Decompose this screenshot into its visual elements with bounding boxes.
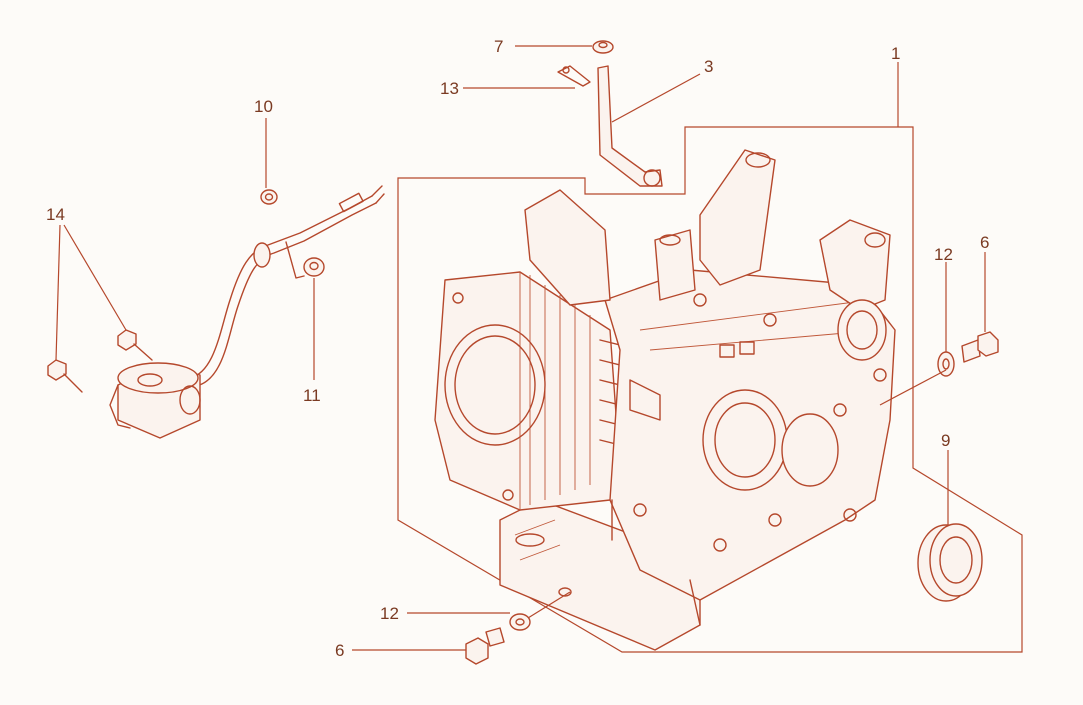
callout-14: 14 <box>46 205 65 224</box>
washer-part-12-bottom <box>509 613 531 631</box>
callout-6-bottom: 6 <box>335 641 344 660</box>
crankcase-part <box>434 149 896 651</box>
callout-13: 13 <box>440 79 459 98</box>
callout-6-right: 6 <box>980 233 989 252</box>
oil-sensor-part-14 <box>47 185 385 439</box>
nut-part-11 <box>303 257 325 277</box>
callout-12-right: 12 <box>934 245 953 264</box>
clip-part-13 <box>557 65 591 87</box>
crankcase-group-outline <box>397 126 1023 653</box>
bolt-part-6-right <box>961 331 999 363</box>
callout-10: 10 <box>254 97 273 116</box>
bolt-part-6-bottom <box>465 627 505 665</box>
guide-rod-part <box>597 65 663 187</box>
oil-seal-part-9 <box>917 523 983 602</box>
washer-part-10 <box>260 189 278 205</box>
callout-11: 11 <box>303 386 321 405</box>
callout-9: 9 <box>941 431 950 450</box>
leader-lines <box>55 45 986 651</box>
callout-12-bottom: 12 <box>380 604 399 623</box>
callout-1: 1 <box>891 44 900 63</box>
callout-7: 7 <box>494 37 503 56</box>
nut-part-7 <box>592 40 614 54</box>
callout-3: 3 <box>704 57 713 76</box>
